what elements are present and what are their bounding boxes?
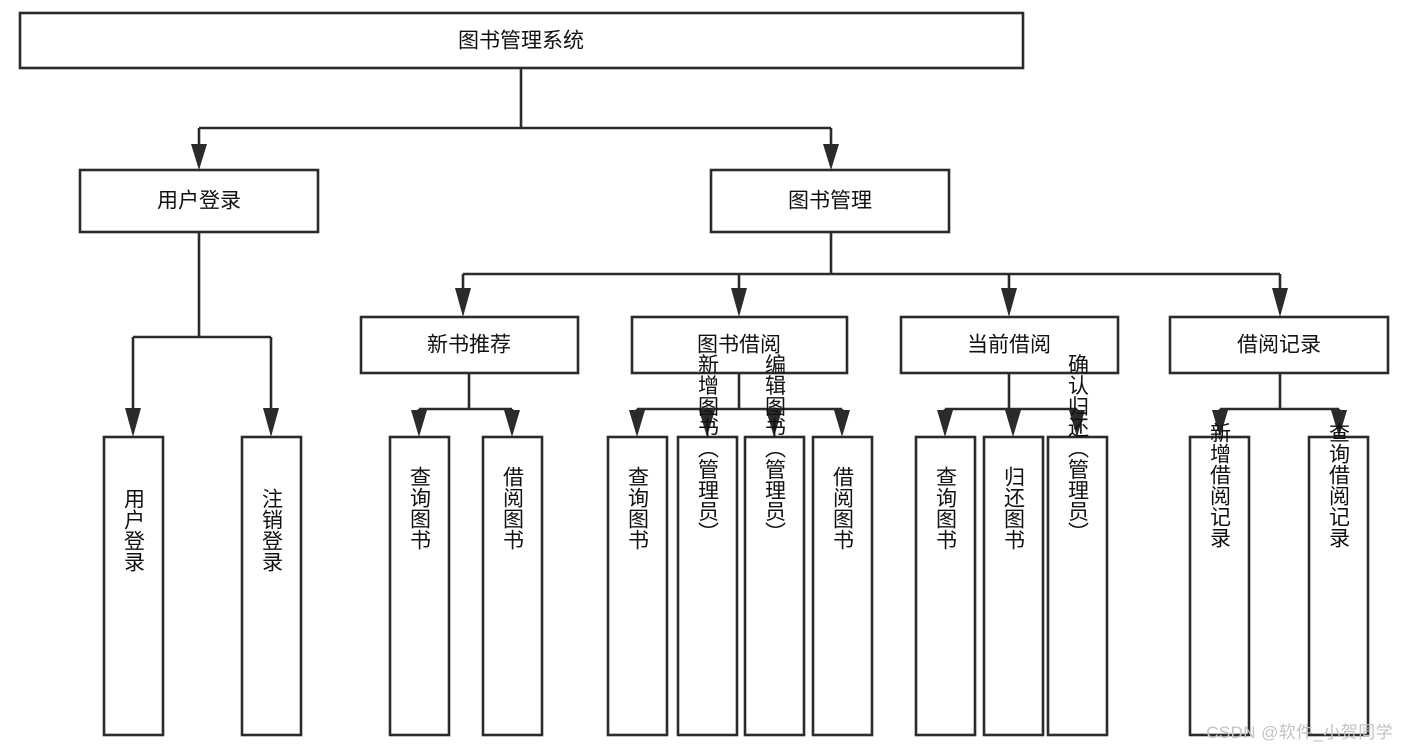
node-borrow-record[interactable]: 借阅记录 <box>1168 315 1390 375</box>
arrow-head-leaf-query-book-3 <box>937 410 953 437</box>
leaf-node-return-book-label: 归还图书 <box>1002 466 1026 550</box>
node-new-book-recommend-box[interactable] <box>359 315 580 375</box>
leaf-node-query-book-current-label: 查询图书 <box>934 466 958 550</box>
leaf-node-confirm-return[interactable]: 确认归还（管理员） <box>1046 354 1109 737</box>
leaf-node-query-book-borrow-box[interactable] <box>606 435 669 737</box>
node-user-login[interactable]: 用户登录 <box>78 168 320 234</box>
node-new-book-recommend[interactable]: 新书推荐 <box>359 315 580 375</box>
node-user-login-box[interactable] <box>78 168 320 234</box>
arrow-head-book-mgmt <box>823 144 839 170</box>
arrow-head-leaf-borrow-book-1 <box>504 410 520 437</box>
arrow-head-leaf-logout <box>263 408 279 437</box>
leaf-node-return-book[interactable]: 归还图书 <box>982 435 1045 737</box>
arrow-head-leaf-edit-book <box>766 410 782 437</box>
connector-group-user-login <box>125 232 279 437</box>
connector-group-root <box>191 68 839 170</box>
leaf-node-logout-box[interactable] <box>240 435 303 737</box>
connector-group-current-borrow <box>937 373 1085 437</box>
leaf-node-user-login[interactable]: 用户登录 <box>102 435 165 737</box>
leaf-node-confirm-return-box[interactable] <box>1046 435 1109 737</box>
node-root-system[interactable]: 图书管理系统 <box>18 11 1025 70</box>
leaf-node-add-book-label: 新增图书（管理员） <box>696 354 720 543</box>
leaf-node-user-login-label: 用户登录 <box>122 488 146 572</box>
leaf-node-add-borrow-record[interactable]: 新增借阅记录 <box>1188 422 1251 737</box>
arrow-head-new-book <box>455 288 471 317</box>
arrow-head-leaf-query-book-2 <box>629 410 645 437</box>
arrow-head-leaf-borrow-book-2 <box>834 410 850 437</box>
node-current-borrow-label: 当前借阅 <box>967 334 1051 357</box>
leaf-node-borrow-book-label: 借阅图书 <box>831 466 855 550</box>
connector-group-new-book <box>411 373 520 437</box>
leaf-node-logout[interactable]: 注销登录 <box>240 435 303 737</box>
leaf-node-query-borrow-record-box[interactable] <box>1307 435 1370 737</box>
node-borrow-record-box[interactable] <box>1168 315 1390 375</box>
node-book-borrow[interactable]: 图书借阅 <box>630 315 849 375</box>
node-book-borrow-label: 图书借阅 <box>697 334 781 357</box>
node-book-management-box[interactable] <box>709 168 951 234</box>
node-book-management[interactable]: 图书管理 <box>709 168 951 234</box>
leaf-node-user-login-box[interactable] <box>102 435 165 737</box>
leaf-node-query-book-current[interactable]: 查询图书 <box>914 435 977 737</box>
connector-group-borrow-record <box>1212 373 1347 437</box>
leaf-node-query-book-current-box[interactable] <box>914 435 977 737</box>
leaf-node-logout-label: 注销登录 <box>260 488 284 572</box>
leaf-node-edit-book[interactable]: 编辑图书（管理员） <box>743 354 806 737</box>
arrow-head-leaf-return-book <box>1005 410 1021 437</box>
leaf-node-add-book-box[interactable] <box>676 435 739 737</box>
leaf-node-confirm-return-label: 确认归还（管理员） <box>1066 354 1090 543</box>
leaf-node-edit-book-box[interactable] <box>743 435 806 737</box>
leaf-node-query-book-borrow-label: 查询图书 <box>626 466 650 550</box>
arrow-head-leaf-query-record <box>1331 410 1347 437</box>
node-root-system-label: 图书管理系统 <box>458 30 584 53</box>
connector-group-book-borrow <box>629 373 850 437</box>
leaf-node-return-book-box[interactable] <box>982 435 1045 737</box>
leaf-node-query-borrow-record[interactable]: 查询借阅记录 <box>1307 422 1370 737</box>
node-book-management-label: 图书管理 <box>788 190 872 213</box>
leaf-node-query-borrow-record-label: 查询借阅记录 <box>1327 422 1351 548</box>
arrow-head-leaf-user-login <box>125 408 141 437</box>
leaf-node-borrow-book-recommend-box[interactable] <box>481 435 544 737</box>
leaf-node-borrow-book-box[interactable] <box>811 435 874 737</box>
arrow-head-leaf-confirm-return <box>1069 410 1085 437</box>
node-book-borrow-box[interactable] <box>630 315 849 375</box>
leaf-node-borrow-book[interactable]: 借阅图书 <box>811 435 874 737</box>
leaf-node-borrow-book-recommend-label: 借阅图书 <box>501 466 525 550</box>
arrow-head-current-borrow <box>1001 288 1017 317</box>
connector-group-book-mgmt <box>455 232 1288 317</box>
arrow-head-leaf-add-book <box>699 410 715 437</box>
leaf-node-query-book-recommend[interactable]: 查询图书 <box>388 435 451 737</box>
arrow-head-book-borrow <box>731 288 747 317</box>
leaf-node-query-book-recommend-box[interactable] <box>388 435 451 737</box>
leaf-node-query-book-borrow[interactable]: 查询图书 <box>606 435 669 737</box>
node-borrow-record-label: 借阅记录 <box>1237 334 1321 357</box>
node-new-book-recommend-label: 新书推荐 <box>427 334 511 357</box>
leaf-node-edit-book-label: 编辑图书（管理员） <box>763 354 787 543</box>
leaf-node-add-borrow-record-box[interactable] <box>1188 435 1251 737</box>
node-user-login-label: 用户登录 <box>157 190 241 213</box>
leaf-node-query-book-recommend-label: 查询图书 <box>408 466 432 550</box>
node-current-borrow-box[interactable] <box>899 315 1120 375</box>
arrow-head-leaf-query-book-1 <box>411 410 427 437</box>
csdn-watermark: CSDN @软件_小贺同学 <box>1206 723 1393 742</box>
arrow-head-user-login <box>191 144 207 170</box>
leaf-node-borrow-book-recommend[interactable]: 借阅图书 <box>481 435 544 737</box>
node-current-borrow[interactable]: 当前借阅 <box>899 315 1120 375</box>
arrow-head-leaf-add-record <box>1212 410 1228 437</box>
leaf-node-add-borrow-record-label: 新增借阅记录 <box>1208 422 1232 548</box>
node-root-system-box[interactable] <box>18 11 1025 70</box>
arrow-head-borrow-record <box>1272 288 1288 317</box>
leaf-node-add-book[interactable]: 新增图书（管理员） <box>676 354 739 737</box>
